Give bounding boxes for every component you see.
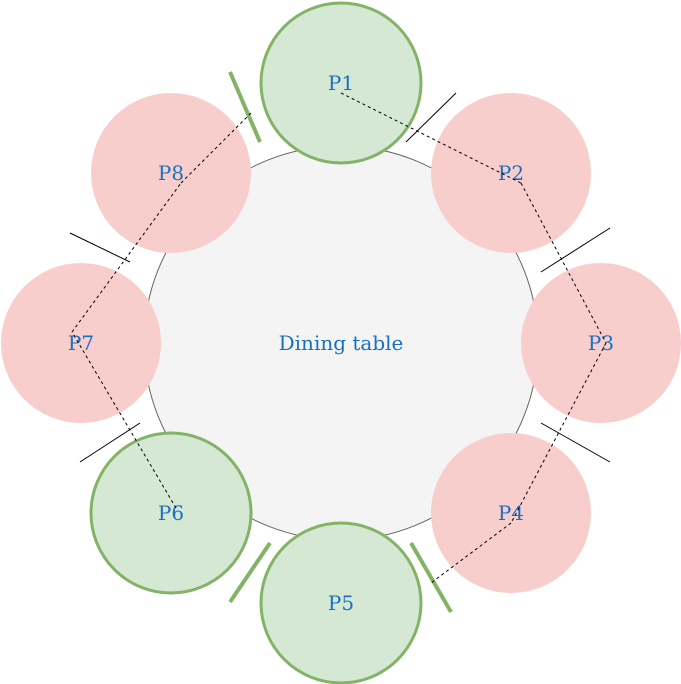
seat-circle [89,431,253,595]
connection-line [180,112,252,184]
connection-line [520,182,607,344]
separator-line [69,232,131,263]
seat-p5: P5 [259,521,423,684]
seat-circle [521,263,681,423]
seat-circle [259,1,423,165]
separator-line [228,71,262,143]
seat-p8: P8 [91,93,251,253]
connection-line [430,522,512,584]
separator-line [540,422,611,463]
seat-label: P5 [328,591,354,615]
separator-line [540,227,611,273]
connection-line [510,342,607,524]
seat-p2: P2 [431,93,591,253]
seat-p7: P7 [1,263,161,423]
seat-label: P6 [158,501,184,525]
seat-label: P3 [588,331,614,355]
seat-p4: P4 [431,433,591,593]
connection-lines [69,71,611,614]
seat-p1: P1 [259,1,423,165]
separator-line [228,541,272,604]
seat-circle [91,93,251,253]
seat-label: P7 [68,331,94,355]
seat-circle [1,263,161,423]
seat-circle [431,93,591,253]
seat-label: P4 [498,501,524,525]
seat-label: P1 [328,71,354,95]
seat-label: P8 [158,161,184,185]
seat-p3: P3 [521,263,681,423]
connection-line [71,182,182,333]
seat-label: P2 [498,161,524,185]
separator-line [405,92,457,143]
separator-line [409,541,453,614]
table-label: Dining table [279,331,404,355]
connection-line [71,331,177,509]
seat-p6: P6 [89,431,253,595]
seat-circle [259,521,423,684]
